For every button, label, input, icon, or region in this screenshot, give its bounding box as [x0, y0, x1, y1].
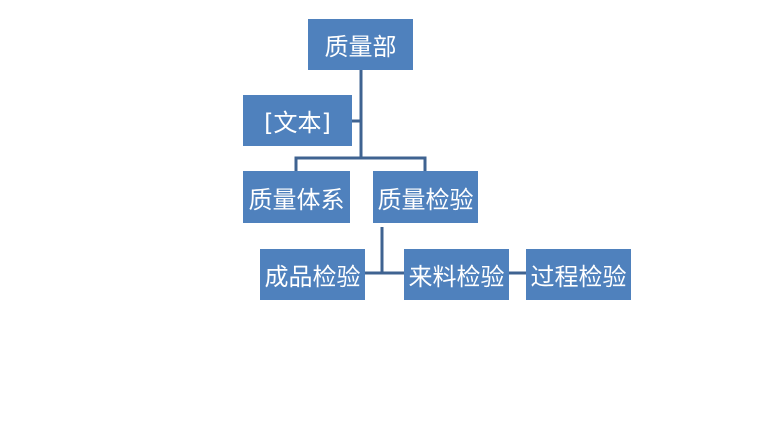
node-finished-product-inspection: 成品检验 [260, 249, 365, 300]
node-quality-inspection: 质量检验 [373, 171, 478, 223]
node-process-inspection: 过程检验 [526, 249, 631, 300]
node-label: 质量检验 [377, 185, 474, 214]
node-label: 过程检验 [530, 263, 627, 291]
node-quality-system: 质量体系 [243, 171, 350, 223]
connector-level1-bar [294, 156, 427, 171]
node-label: [文本] [264, 109, 331, 137]
node-label: 成品检验 [264, 263, 361, 291]
node-label: 质量体系 [248, 185, 345, 214]
node-quality-department: 质量部 [308, 19, 413, 70]
node-label: 质量部 [324, 33, 397, 61]
node-incoming-material-inspection: 来料检验 [404, 249, 509, 300]
node-label: 来料检验 [408, 263, 505, 291]
node-assistant-text: [文本] [243, 95, 352, 146]
connector-level2-trunk [380, 227, 404, 275]
